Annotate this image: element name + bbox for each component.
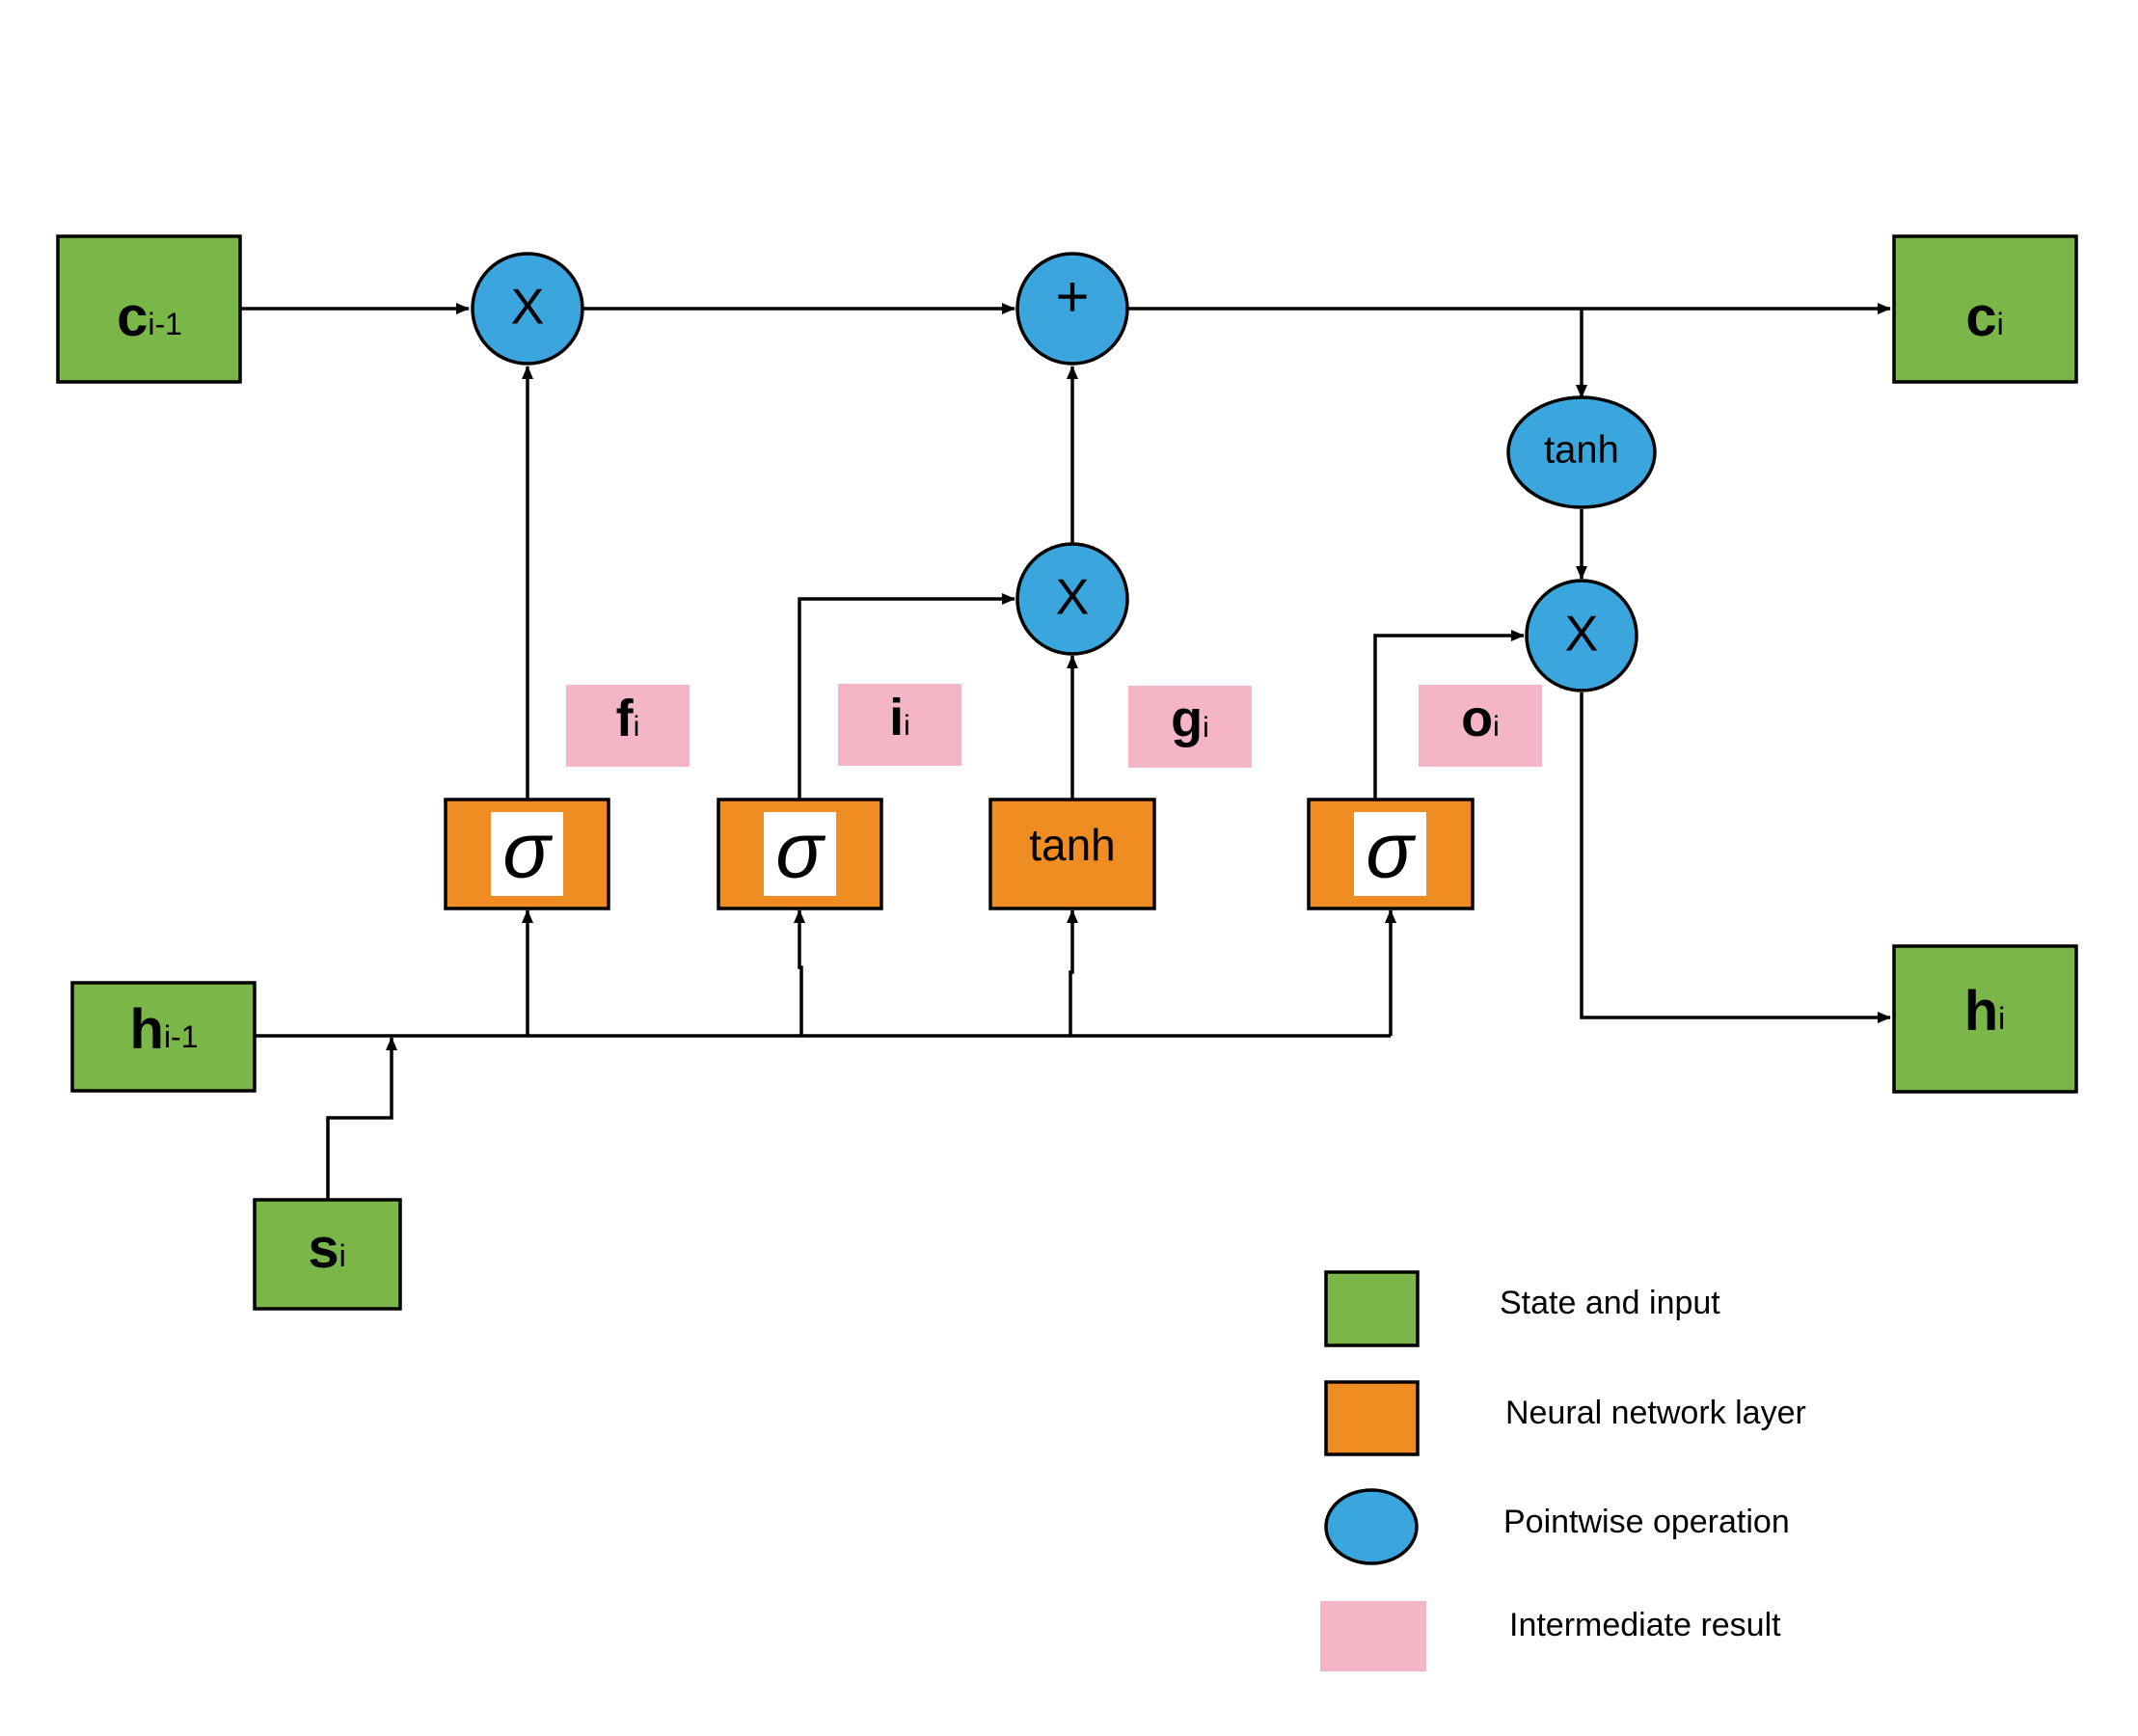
output-gate-layer: σ — [1307, 798, 1475, 910]
input-gate-layer: σ — [717, 798, 883, 910]
arrow-output-multiply-to-hnext — [1580, 692, 1891, 1023]
forget-gate-layer: σ — [444, 798, 610, 910]
input-multiply-symbol: X — [1056, 570, 1090, 626]
candidate-layer: tanh — [988, 798, 1156, 910]
legend-item-pointwise: Pointwise operation — [1324, 1488, 1790, 1565]
svg-text:oi: oi — [1461, 690, 1500, 747]
legend-blue-ellipse-icon — [1324, 1488, 1419, 1565]
c-prev-main: c — [117, 285, 148, 348]
i-main: i — [889, 689, 904, 746]
c-next-sub: i — [1997, 307, 2004, 341]
cell-tanh-op: tanh — [1506, 395, 1657, 509]
output-gate-sigma: σ — [1366, 807, 1417, 895]
i-sub: i — [904, 710, 910, 742]
arrow-output-gate-to-multiply — [1373, 630, 1525, 800]
svg-text:gi: gi — [1171, 691, 1209, 748]
o-main: o — [1461, 690, 1493, 747]
c-prev-node: ci-1 — [56, 234, 242, 384]
cell-tanh-label: tanh — [1544, 429, 1619, 472]
svg-text:ii: ii — [889, 689, 910, 746]
forget-multiply-op: X — [471, 252, 584, 366]
legend-item-state-input: State and input — [1324, 1270, 1720, 1347]
intermediate-i: ii — [838, 684, 961, 766]
svg-text:fi: fi — [616, 690, 640, 747]
output-multiply-symbol: X — [1565, 607, 1599, 663]
intermediate-o: oi — [1419, 685, 1542, 767]
legend-label-intermediate: Intermediate result — [1509, 1607, 1781, 1643]
output-multiply-op: X — [1525, 579, 1638, 692]
forget-multiply-symbol: X — [511, 280, 545, 336]
legend-item-nn-layer: Neural network layer — [1324, 1380, 1806, 1456]
f-sub: i — [634, 711, 640, 743]
cell-add-symbol: + — [1055, 264, 1089, 329]
intermediate-f: fi — [566, 685, 690, 767]
arrow-input-gate-to-multiply — [798, 593, 1015, 800]
h-next-node: hi — [1892, 944, 2078, 1094]
s-input-sub: i — [339, 1238, 346, 1273]
input-multiply-op: X — [1015, 542, 1129, 656]
cell-add-op: + — [1015, 252, 1129, 366]
legend-item-intermediate: Intermediate result — [1320, 1601, 1781, 1671]
c-prev-sub: i-1 — [148, 307, 182, 341]
svg-text:hi: hi — [1964, 980, 2006, 1043]
svg-text:ci-1: ci-1 — [117, 285, 182, 348]
svg-text:hi-1: hi-1 — [130, 998, 199, 1061]
svg-text:si: si — [308, 1217, 345, 1280]
forget-gate-sigma: σ — [502, 807, 554, 895]
arrow-bus-to-input-gate — [794, 909, 805, 1036]
c-next-node: ci — [1892, 234, 2078, 384]
legend-orange-square-icon — [1324, 1380, 1420, 1456]
c-next-main: c — [1965, 285, 1996, 348]
h-prev-main: h — [130, 998, 164, 1061]
svg-text:ci: ci — [1965, 285, 2003, 348]
legend-label-nn-layer: Neural network layer — [1505, 1395, 1806, 1431]
arrow-input-to-bus — [326, 1037, 397, 1200]
h-next-main: h — [1964, 980, 1998, 1043]
legend: State and input Neural network layer Poi… — [1320, 1270, 1806, 1671]
h-prev-node: hi-1 — [70, 981, 257, 1093]
arrow-bus-to-candidate — [1067, 909, 1078, 1036]
legend-label-pointwise: Pointwise operation — [1503, 1504, 1790, 1540]
s-input-node: si — [253, 1198, 402, 1311]
o-sub: i — [1493, 711, 1500, 743]
input-gate-sigma: σ — [775, 807, 826, 895]
f-main: f — [616, 690, 635, 747]
h-prev-sub: i-1 — [164, 1019, 199, 1054]
g-main: g — [1171, 691, 1203, 748]
intermediate-g: gi — [1128, 686, 1252, 768]
legend-label-state-input: State and input — [1500, 1285, 1720, 1321]
g-sub: i — [1203, 712, 1209, 744]
legend-pink-rectangle-icon — [1320, 1601, 1426, 1671]
connections — [240, 303, 1891, 1200]
h-next-sub: i — [1998, 1001, 2005, 1036]
candidate-tanh-label: tanh — [1029, 820, 1116, 870]
s-input-main: s — [308, 1217, 338, 1280]
legend-green-square-icon — [1324, 1270, 1420, 1347]
